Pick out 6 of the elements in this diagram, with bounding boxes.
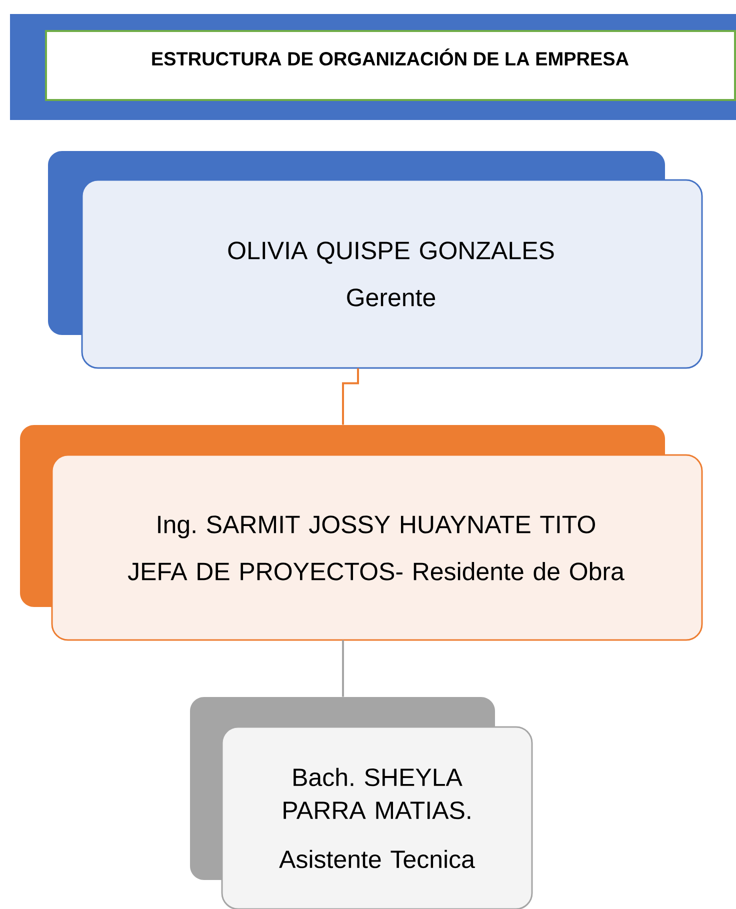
connector-line	[342, 640, 344, 697]
title-banner: ESTRUCTURA DE ORGANIZACIÓN DE LA EMPRESA	[10, 14, 736, 120]
person-box: Ing. SARMIT JOSSY HUAYNATE TITO JEFA DE PROYECTOS- Residente de Obra	[20, 425, 703, 641]
person-box: OLIVIA QUISPE GONZALES Gerente	[48, 151, 703, 369]
connector-line	[342, 368, 359, 425]
person-box: Bach. SHEYLA PARRA MATIAS. Asistente Tecnica	[190, 697, 533, 909]
